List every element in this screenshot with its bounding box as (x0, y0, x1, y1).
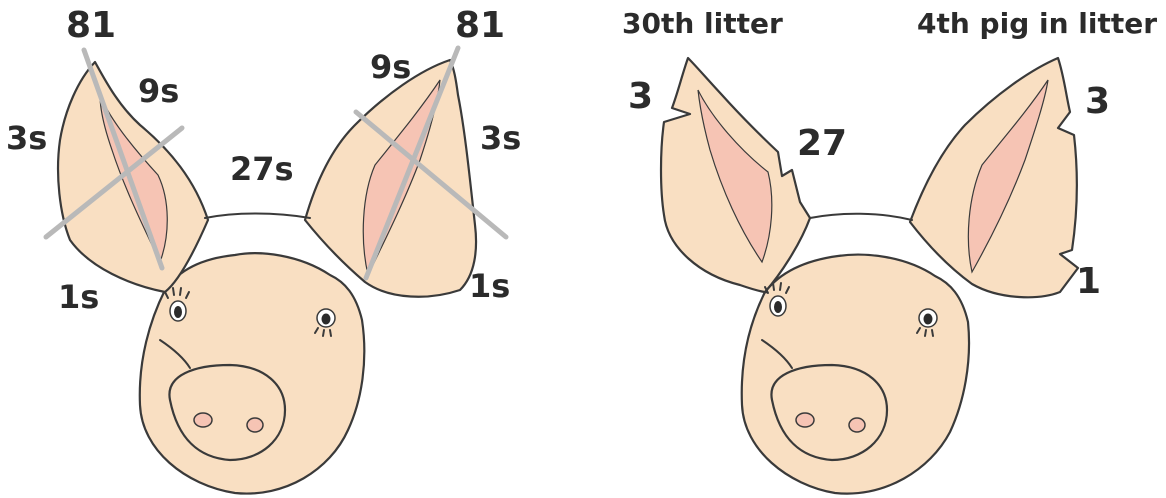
right-pig-nostril-left-icon (796, 413, 814, 427)
right-pig-label-27: 27 (797, 123, 847, 164)
left-pig-label-27s: 27s (230, 150, 294, 188)
right-pig-label-3-left: 3 (628, 76, 653, 117)
left-pig-label-9s-left: 9s (138, 72, 179, 110)
left-pig-label-81-right: 81 (455, 5, 505, 46)
left-pig-label-9s-right: 9s (370, 48, 411, 86)
left-pig: 81 81 9s 3s 1s 9s 3s 1s 27s (6, 5, 521, 494)
left-pig-forehead-line (205, 214, 310, 219)
left-pig-nostril-right-icon (247, 418, 263, 432)
left-pig-label-81-left: 81 (66, 5, 116, 46)
right-pig-forehead-line (810, 214, 912, 220)
right-pig: 30th litter 4th pig in litter 3 27 3 1 (622, 7, 1157, 494)
left-pig-label-1s-right: 1s (469, 267, 510, 305)
right-pig-caption-pig-in-litter: 4th pig in litter (917, 7, 1157, 40)
left-pig-label-3s-right: 3s (480, 119, 521, 157)
right-pig-label-1-right: 1 (1076, 261, 1101, 302)
left-pig-label-3s-left: 3s (6, 119, 47, 157)
right-pig-label-3-right: 3 (1085, 81, 1110, 122)
left-pig-label-1s-left: 1s (58, 278, 99, 316)
right-pig-caption-litter: 30th litter (622, 7, 783, 40)
right-pig-nostril-right-icon (849, 418, 865, 432)
left-pig-nostril-left-icon (194, 413, 212, 427)
